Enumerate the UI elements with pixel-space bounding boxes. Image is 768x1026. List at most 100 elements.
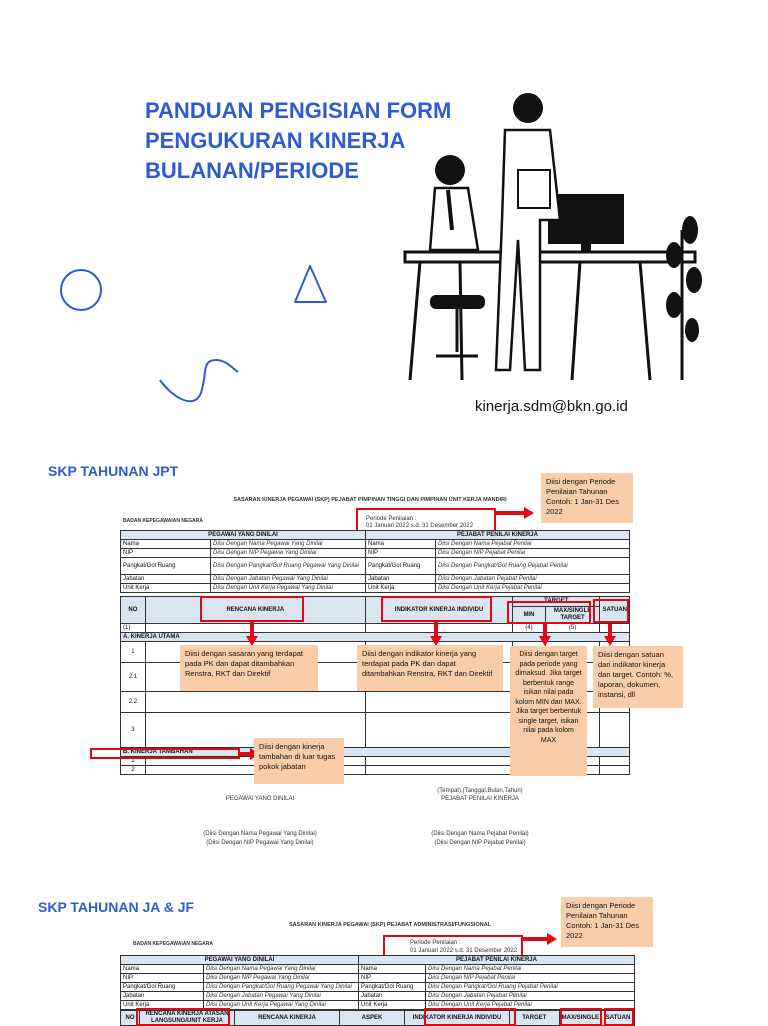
col-min: MIN	[512, 606, 546, 624]
row-value: Diisi Dengan Jabatan Pejabat Penilai	[425, 991, 635, 1001]
jpt-doc-title: SASARAN KINERJA PEGAWAI (SKP) PEJABAT PI…	[233, 497, 507, 503]
page-title: PANDUAN PENGISIAN FORM PENGUKURAN KINERJ…	[145, 96, 505, 186]
row-value: Diisi Dengan Jabatan Pegawai Yang Dinila…	[210, 574, 366, 584]
ja-atasan-highlight	[136, 1008, 230, 1026]
jpt-agency: BADAN KEPEGAWAIAN NEGARA	[123, 518, 204, 524]
row-label: Unit Kerja	[358, 1000, 426, 1010]
table-row: Nama Diisi Dengan Nama Pegawai Yang Dini…	[120, 539, 630, 549]
ja-satuan-highlight	[604, 1008, 634, 1026]
section-heading-ja: SKP TAHUNAN JA & JF	[38, 899, 195, 915]
row-label: Nama	[365, 539, 436, 549]
note-tambahan: Diisi dengan kinerja tambahan di luar tu…	[254, 738, 344, 784]
row-label: Jabatan	[365, 574, 436, 584]
decorative-shapes	[60, 265, 327, 403]
row-value: Diisi Dengan NIP Pejabat Penilai	[435, 548, 630, 558]
sign-left-name: (Diisi Dengan Nama Pegawai Yang Dinilai)	[203, 831, 317, 837]
ja-pejabat-header: PEJABAT PENILAI KINERJA	[358, 955, 635, 965]
sign-right-nip: (Diisi Dengan NIP Pejabat Penilai)	[434, 840, 526, 846]
col-max: MAX/SINGLE TARGET	[544, 606, 601, 624]
title-line-1: PANDUAN PENGISIAN FORM	[145, 98, 452, 123]
col-target: TARGET	[509, 1010, 560, 1026]
title-line-3: BULANAN/PERIODE	[145, 158, 359, 183]
table-row: Pangkat/Gol Ruang Diisi Dengan Pangkat/G…	[120, 557, 630, 575]
row-value: Diisi Dengan Unit Kerja Pejabat Penilai	[425, 1000, 635, 1010]
row-value: Diisi Dengan NIP Pejabat Penilai	[425, 973, 635, 983]
sign-left-nip: (Diisi Dengan NIP Pegawai Yang Dinilai)	[206, 840, 314, 846]
ja-period-value: 01 Januari 2022 s.d. 31 Desember 2022	[410, 948, 518, 954]
row-label: Jabatan	[120, 991, 204, 1001]
ja-kinerja-table: NO RENCANA KINERJA ATASAN LANGSUNG/UNIT …	[120, 1010, 635, 1026]
row-label: NIP	[358, 973, 426, 983]
note-target: Diisi dengan target pada periode yang di…	[510, 646, 587, 776]
row-value: Diisi Dengan Pangkat/Gol Ruang Pegawai Y…	[203, 982, 359, 992]
row-label: NIP	[365, 548, 436, 558]
arrow-right-icon	[523, 933, 557, 945]
triangle-shape	[294, 265, 327, 303]
row-value: Diisi Dengan Pangkat/Gol Ruang Pegawai Y…	[210, 557, 366, 575]
section-heading-jpt: SKP TAHUNAN JPT	[48, 463, 179, 479]
jpt-pejabat-header: PEJABAT PENILAI KINERJA	[365, 530, 630, 540]
table-row: Jabatan Diisi Dengan Jabatan Pegawai Yan…	[120, 574, 630, 584]
squiggle-shape	[159, 358, 239, 403]
row-value: Diisi Dengan Unit Kerja Pegawai Yang Din…	[210, 583, 366, 593]
table-row: NIP Diisi Dengan NIP Pegawai Yang Dinila…	[120, 548, 630, 558]
row-label: Pangkat/Gol Ruang	[358, 982, 426, 992]
sign-right-title: PEJABAT PENILAI KINERJA	[441, 796, 519, 802]
indikator-highlight	[381, 596, 492, 622]
row-value: Diisi Dengan Nama Pejabat Penilai	[435, 539, 630, 549]
row-label: Unit Kerja	[120, 583, 211, 593]
tambahan-highlight	[90, 748, 240, 759]
row-value: Diisi Dengan Pangkat/Gol Ruang Pejabat P…	[435, 557, 630, 575]
row-label: Nama	[120, 964, 204, 974]
note-rencana: Diisi dengan sasaran yang terdapat pada …	[180, 645, 318, 691]
note-satuan: Diisi dengan satuan dari indikator kiner…	[593, 646, 683, 708]
jpt-period-highlight	[356, 508, 496, 532]
ja-doc-title: SASARAN KINERJA PEGAWAI (SKP) PEJABAT AD…	[288, 922, 492, 928]
contact-email[interactable]: kinerja.sdm@bkn.go.id	[475, 398, 628, 415]
row-value: Diisi Dengan Nama Pegawai Yang Dinilai	[203, 964, 359, 974]
col-rencana: RENCANA KINERJA	[234, 1010, 340, 1026]
row-label: NIP	[120, 548, 211, 558]
row-value: Diisi Dengan Jabatan Pejabat Penilai	[435, 574, 630, 584]
table-row: Unit Kerja Diisi Dengan Unit Kerja Pegaw…	[120, 583, 630, 593]
table-row: 3	[120, 712, 630, 748]
table-row: Nama Diisi Dengan Nama Pegawai Yang Dini…	[120, 964, 635, 974]
row-label: Nama	[358, 964, 426, 974]
target-highlight	[507, 601, 591, 624]
row-label: Pangkat/Gol Ruang	[365, 557, 436, 575]
note-indikator: Diisi dengan indikator kinerja yang terd…	[357, 645, 503, 691]
ja-identity-table: PEGAWAI YANG DINILAI PEJABAT PENILAI KIN…	[120, 955, 635, 1010]
table-row: Pangkat/Gol Ruang Diisi Dengan Pangkat/G…	[120, 982, 635, 992]
row-number: 2	[120, 765, 146, 775]
ja-indikator-highlight	[424, 1008, 516, 1026]
row-label: Unit Kerja	[365, 583, 436, 593]
jpt-period-label: Periode Penilaian :	[366, 516, 417, 522]
row-label: Pangkat/Gol Ruang	[120, 982, 204, 992]
jpt-identity-table: PEGAWAI YANG DINILAI PEJABAT PENILAI KIN…	[120, 530, 630, 593]
ja-target-highlight	[560, 1008, 602, 1026]
ja-period-note: Diisi dengan Periode Penilaian Tahunan C…	[561, 897, 653, 947]
arrow-down-icon	[240, 622, 616, 760]
col-atasan: RENCANA KINERJA ATASAN LANGSUNG/UNIT KER…	[139, 1010, 235, 1026]
row-label: Jabatan	[358, 991, 426, 1001]
circle-shape	[60, 269, 102, 311]
sign-left-title: PEGAWAI YANG DINILAI	[225, 796, 295, 802]
col-indikator: INDIKATOR KINERJA INDIVIDU	[364, 596, 514, 624]
jpt-period-value: 01 Januari 2022 s.d. 31 Desember 2022	[366, 523, 474, 529]
rencana-highlight	[200, 596, 304, 622]
ja-agency: BADAN KEPEGAWAIAN NEGARA	[133, 941, 214, 947]
title-line-2: PENGUKURAN KINERJA	[145, 128, 406, 153]
sign-place: (Tempat),(Tanggal,Bulan,Tahun)	[437, 788, 523, 794]
row-value: Diisi Dengan Nama Pegawai Yang Dinilai	[210, 539, 366, 549]
row-label: Jabatan	[120, 574, 211, 584]
satuan-highlight	[593, 599, 629, 623]
col-satuan: SATUAN	[601, 1010, 635, 1026]
ja-period-label: Periode Penilaian :	[410, 940, 461, 946]
office-illustration	[403, 93, 702, 381]
ja-period-highlight	[383, 935, 523, 957]
ja-pegawai-header: PEGAWAI YANG DINILAI	[120, 955, 359, 965]
jpt-period-note: Diisi dengan Periode Penilaian Tahunan C…	[541, 473, 633, 523]
table-row: NIP Diisi Dengan NIP Pegawai Yang Dinila…	[120, 973, 635, 983]
row-value: Diisi Dengan Nama Pejabat Penilai	[425, 964, 635, 974]
row-label: Pangkat/Gol Ruang	[120, 557, 211, 575]
